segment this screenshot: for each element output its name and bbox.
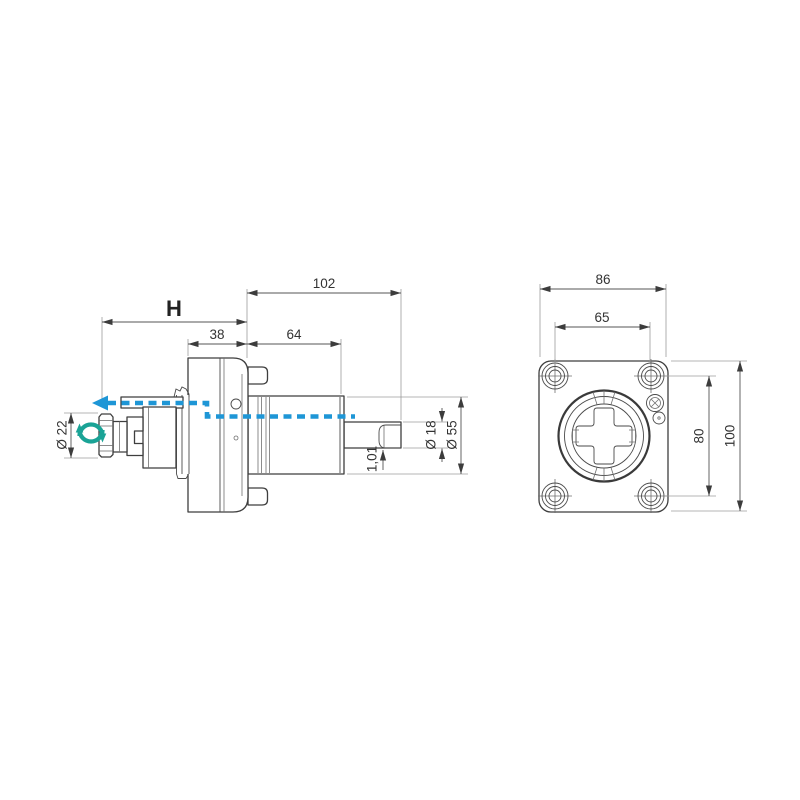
dim-102: 102 — [247, 276, 402, 420]
motor-body — [247, 395, 345, 475]
bolt-hole-bottom-right — [634, 479, 668, 513]
dim-h: H — [101, 289, 248, 407]
mounting-plate — [538, 360, 669, 513]
left-arrow-icon — [92, 395, 108, 411]
notched-block — [126, 416, 144, 457]
flange-lug-top — [247, 366, 269, 385]
cross-drive — [575, 407, 633, 465]
side-view: H 102 38 64 Ø 22 Ø 18 — [55, 276, 468, 513]
pin-hole — [652, 411, 666, 425]
collet-body — [142, 406, 177, 469]
dim-80-label: 80 — [692, 428, 707, 443]
dim-dia22-label: Ø 22 — [55, 420, 70, 449]
dim-65: 65 — [554, 310, 651, 364]
housing-hole — [230, 398, 242, 410]
coupling-slots — [572, 390, 636, 482]
dim-dia18: Ø 18 — [403, 408, 448, 462]
set-screw — [646, 394, 664, 412]
spacer — [112, 420, 128, 453]
tool-path-arrow — [92, 395, 355, 419]
bolt-hole-bottom-left — [538, 479, 572, 513]
dim-86-label: 86 — [595, 272, 610, 287]
dim-102-label: 102 — [313, 276, 336, 291]
dim-86: 86 — [539, 272, 667, 357]
gearbox-housing — [187, 357, 249, 513]
dim-38: 38 — [187, 327, 247, 356]
dim-64-label: 64 — [286, 327, 302, 342]
dim-key-step: 1,01 — [365, 446, 387, 472]
dim-dia18-label: Ø 18 — [424, 420, 439, 449]
dim-80: 80 — [664, 375, 716, 497]
dim-dia22: Ø 22 — [55, 412, 98, 459]
dim-38-label: 38 — [209, 327, 224, 342]
dim-h-label: H — [166, 296, 182, 321]
dim-100: 100 — [671, 360, 747, 512]
collet-nut — [98, 413, 114, 458]
dim-dia55-label: Ø 55 — [445, 420, 460, 449]
rotation-direction-icon — [75, 422, 107, 444]
front-view: 86 65 80 100 — [538, 272, 747, 513]
dim-100-label: 100 — [723, 425, 738, 448]
dim-65-label: 65 — [594, 310, 609, 325]
flange-lug-bottom — [247, 487, 269, 506]
dim-key-step-label: 1,01 — [365, 446, 380, 472]
housing-pin — [233, 435, 239, 441]
dim-dia55: Ø 55 — [347, 396, 468, 475]
dim-64: 64 — [247, 327, 342, 394]
output-shaft — [343, 421, 402, 449]
spindle-coupling — [557, 389, 651, 483]
